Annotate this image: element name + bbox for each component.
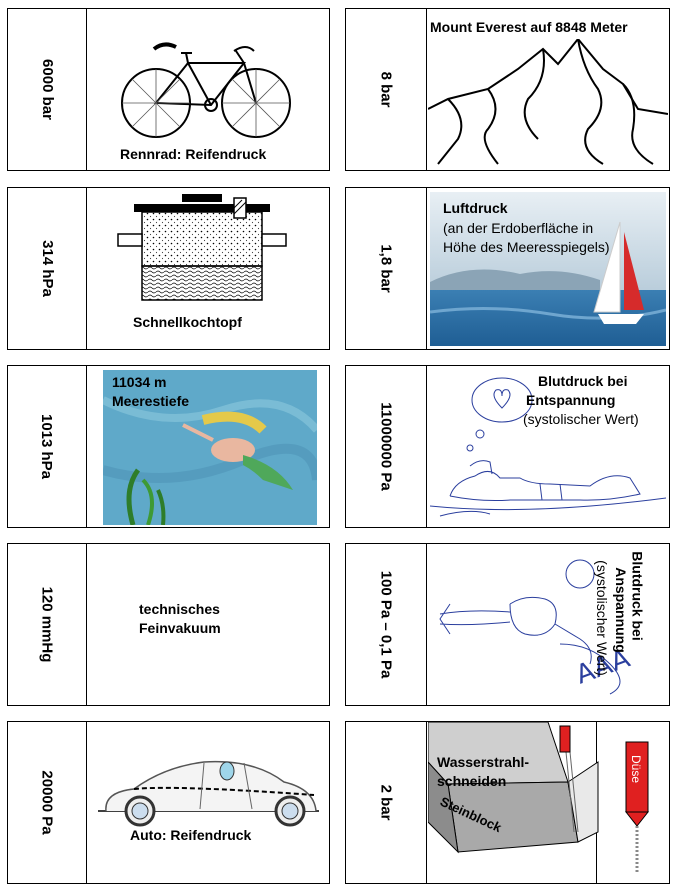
divider <box>426 366 427 527</box>
pressure-value: 6000 bar <box>38 59 56 120</box>
sailboat-image <box>430 192 666 346</box>
bicycle-icon <box>121 42 291 138</box>
pressure-value: 8 bar <box>377 71 395 108</box>
waterjet-icon <box>428 722 650 872</box>
card-label: Rennrad: Reifendruck <box>120 146 267 162</box>
card-label-line1: Blutdruck bei <box>629 551 646 641</box>
mermaid-image <box>103 370 317 525</box>
divider <box>426 544 427 705</box>
divider <box>86 9 87 170</box>
card-label-line2: Entspannung <box>526 392 616 408</box>
pressure-value: 11000000 Pa <box>377 402 395 491</box>
card-label-line2: Feinvakuum <box>139 620 221 636</box>
divider <box>426 188 427 349</box>
pressure-value: 1013 hPa <box>38 413 56 480</box>
card-label-line1: Wasserstrahl- <box>437 754 530 770</box>
card-blutdruck-entspannung: 11000000 Pa Blutdruck bei Entspannung (s… <box>345 365 670 528</box>
divider <box>86 544 87 705</box>
card-blutdruck-anspannung: 100 Pa – 0,1 Pa AAA Blutdruck bei Anspan… <box>345 543 670 706</box>
card-label: Mount Everest auf 8848 Meter <box>430 19 628 35</box>
card-label-line3: Höhe des Meeresspiegels) <box>443 239 610 255</box>
card-label: Schnellkochtopf <box>133 314 242 330</box>
card-feinvakuum: 120 mmHg technisches Feinvakuum <box>7 543 330 706</box>
divider <box>86 188 87 349</box>
card-schnellkochtopf: 314 hPa Schnellkochtopf <box>7 187 330 350</box>
divider <box>86 366 87 527</box>
card-label-line2: schneiden <box>437 773 507 789</box>
card-meerestiefe: 1013 hPa 11034 m Meerestiefe <box>7 365 330 528</box>
card-label-line2: (an der Erdoberfläche in <box>443 220 594 236</box>
pressure-value: 2 bar <box>377 784 395 821</box>
card-label-line2: Meerestiefe <box>112 393 190 409</box>
pressure-value: 20000 Pa <box>38 770 56 835</box>
divider <box>426 722 427 883</box>
card-luftdruck: 1,8 bar Luftdruck (an der Erdoberfläche … <box>345 187 670 350</box>
pressure-value: 120 mmHg <box>38 586 56 663</box>
divider <box>86 722 87 883</box>
card-wasserstrahlschneiden: 2 bar Wasserstrahl- schneiden Steinblock… <box>345 721 670 884</box>
card-label-line1: 11034 m <box>112 374 167 390</box>
card-label: Auto: Reifendruck <box>130 827 252 843</box>
card-auto: 20000 Pa Auto: Reifendruck <box>7 721 330 884</box>
card-label-line1: technisches <box>139 601 220 617</box>
card-rennrad: 6000 bar Rennrad: Reifendruck <box>7 8 330 171</box>
divider <box>426 9 427 170</box>
pressure-value: 1,8 bar <box>377 244 395 293</box>
car-icon <box>98 760 319 827</box>
card-label-line1: Luftdruck <box>443 200 508 216</box>
card-label-line3: (systolischer Wert) <box>593 560 610 676</box>
nozzle-label: Düse <box>629 754 644 784</box>
pressure-value: 100 Pa – 0,1 Pa <box>377 570 395 679</box>
card-label-line2: Anspannung <box>612 567 629 653</box>
resting-person-sketch <box>430 377 666 517</box>
pressure-cooker-icon <box>117 194 287 301</box>
tense-person-sketch: AAA <box>439 559 634 695</box>
card-mount-everest: 8 bar Mount Everest auf 8848 Meter <box>345 8 670 171</box>
mountain-icon <box>428 39 668 165</box>
card-label-line3: (systolischer Wert) <box>523 411 639 427</box>
card-label-line1: Blutdruck bei <box>538 373 628 389</box>
pressure-value: 314 hPa <box>38 240 56 297</box>
